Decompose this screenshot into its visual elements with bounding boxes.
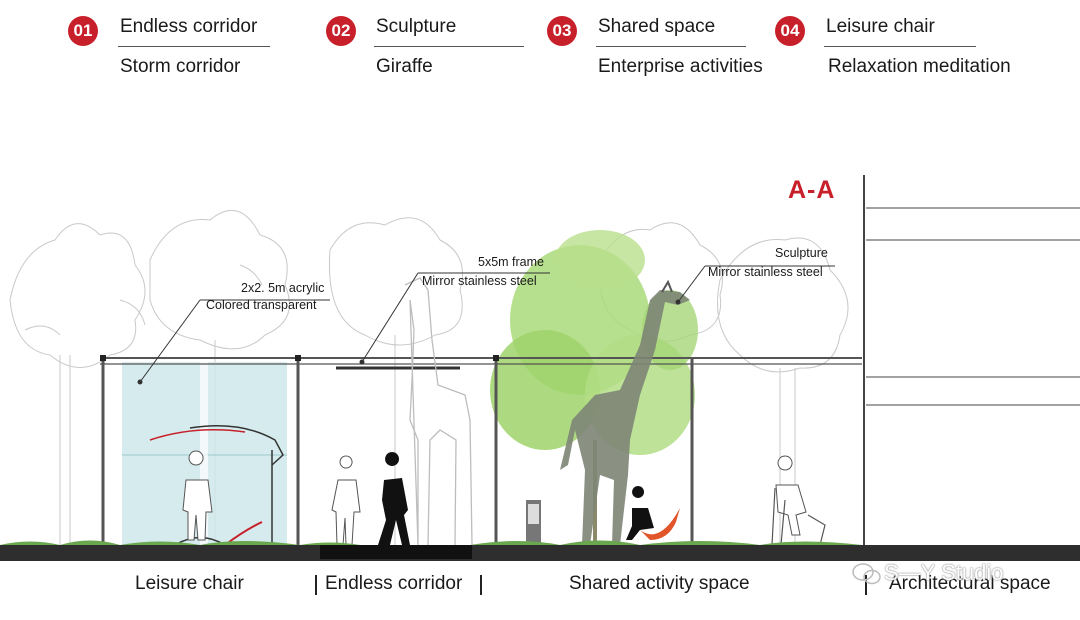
people-figures [182, 450, 826, 546]
sculpture-title-annotation: Sculpture [775, 246, 828, 260]
section-label: A-A [788, 176, 836, 204]
legend-subtitle: Enterprise activities [598, 56, 763, 77]
annotation-leader-lines [137, 265, 835, 385]
legend-subtitle: Giraffe [376, 56, 433, 77]
legend-title: Leisure chair [826, 16, 935, 37]
legend-title: Sculpture [376, 16, 457, 37]
chat-bubble-icon [852, 563, 881, 585]
zone-separator [480, 575, 482, 595]
frame-structure [100, 355, 862, 548]
legend-divider [118, 46, 270, 47]
zone-label-corridor: Endless corridor [325, 573, 463, 594]
legend-subtitle: Relaxation meditation [828, 56, 1011, 77]
legend-title: Endless corridor [120, 16, 258, 37]
legend-title: Shared space [598, 16, 716, 37]
zone-label-leisure: Leisure chair [135, 573, 244, 594]
zone-label-architectural: Architectural space [889, 573, 1051, 594]
legend-item-03: 03 Shared space Enterprise activities [547, 10, 787, 80]
ground [0, 540, 1080, 561]
acrylic-desc-annotation: Colored transparent [206, 298, 317, 312]
legend-item-04: 04 Leisure chair Relaxation meditation [775, 10, 1045, 80]
legend-divider [824, 46, 976, 47]
legend-number-badge: 01 [68, 16, 98, 46]
legend-divider [374, 46, 524, 47]
legend-number-badge: 02 [326, 16, 356, 46]
zone-label-shared: Shared activity space [569, 573, 750, 594]
giraffe-sculpture [560, 279, 690, 545]
outline-giraffe-sculpture [404, 277, 473, 546]
legend-number-badge: 04 [775, 16, 805, 46]
legend-item-02: 02 Sculpture Giraffe [326, 10, 536, 80]
zone-separator [315, 575, 317, 595]
frame-size-annotation: 5x5m frame [478, 255, 544, 269]
building-facade [863, 175, 1080, 548]
frame-desc-annotation: Mirror stainless steel [422, 274, 537, 288]
legend-subtitle: Storm corridor [120, 56, 241, 77]
zone-separator [865, 575, 867, 595]
legend-number-badge: 03 [547, 16, 577, 46]
watermark: S—Y Studio [884, 560, 1004, 585]
legend-divider [596, 46, 746, 47]
acrylic-size-annotation: 2x2. 5m acrylic [241, 281, 325, 295]
sculpture-desc-annotation: Mirror stainless steel [708, 265, 823, 279]
legend-item-01: 01 Endless corridor Storm corridor [68, 10, 278, 80]
